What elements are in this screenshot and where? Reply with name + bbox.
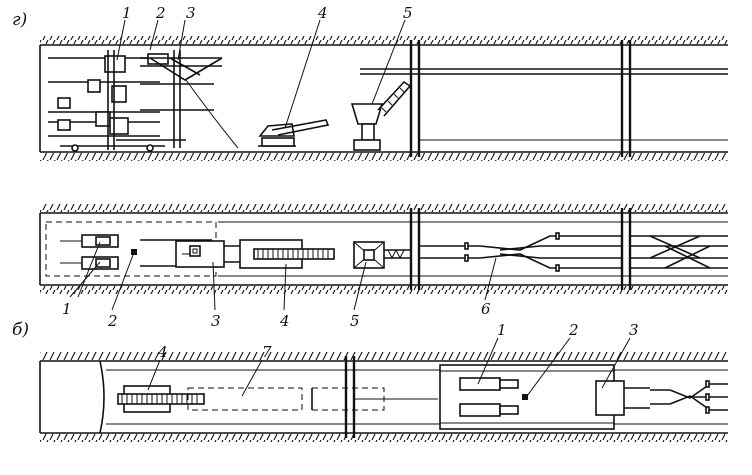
working-platform xyxy=(116,50,239,149)
transfer-bunker xyxy=(350,80,412,151)
label-plan-5: 5 xyxy=(350,312,360,330)
label-b-3: 3 xyxy=(629,321,639,339)
label-a-5: 5 xyxy=(403,4,413,22)
label-a-1: 1 xyxy=(122,4,132,22)
track-switches xyxy=(419,232,728,272)
label-plan-1: 1 xyxy=(62,300,72,318)
loader-machine xyxy=(258,119,330,147)
leader-lines xyxy=(69,19,631,397)
label-a-3: 3 xyxy=(186,4,196,22)
elevation-view xyxy=(39,36,728,161)
plan-view-b xyxy=(39,352,728,442)
label-b-2: 2 xyxy=(568,321,579,339)
label-plan-4: 4 xyxy=(279,312,290,330)
floor-hatch xyxy=(40,153,728,161)
label-b-7: 7 xyxy=(262,343,272,361)
roof-hatch xyxy=(40,36,728,44)
section-label-a: г) xyxy=(12,10,27,30)
label-b-1: 1 xyxy=(497,321,507,339)
label-b-4: 4 xyxy=(157,343,168,361)
label-plan-2: 2 xyxy=(107,312,118,330)
plan-view-a xyxy=(39,204,728,294)
label-a-4: 4 xyxy=(317,4,328,22)
label-a-2: 2 xyxy=(155,4,166,22)
section-label-b: б) xyxy=(12,320,29,340)
label-plan-3: 3 xyxy=(211,312,221,330)
drilling-rig xyxy=(48,50,165,152)
label-plan-6: 6 xyxy=(481,300,491,318)
